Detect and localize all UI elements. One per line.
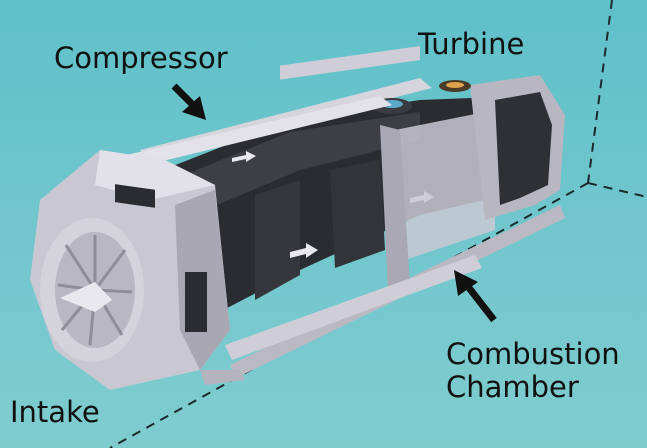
engine-body <box>30 45 565 390</box>
combustion-frame-side <box>380 125 410 290</box>
combustion-label-line2: Chamber <box>446 370 579 405</box>
core-highlight <box>160 112 420 225</box>
flow-arrow <box>232 151 256 162</box>
intake-port <box>185 272 207 332</box>
lower-rail-front <box>225 255 482 360</box>
core-segment <box>330 160 385 268</box>
top-rail-front <box>105 96 392 172</box>
core-segment <box>255 180 300 300</box>
intake-label: Intake <box>10 395 100 429</box>
lower-support <box>200 370 245 385</box>
intake-fan <box>40 218 144 362</box>
turbine-label: Turbine <box>418 27 525 61</box>
compressor-label: Compressor <box>54 41 228 75</box>
pointer-arrows <box>171 83 497 323</box>
combustion-arrow-icon <box>454 270 497 323</box>
turbine-fitting-ring <box>446 82 464 88</box>
flow-arrow <box>290 243 318 258</box>
combustion-frame <box>395 110 495 260</box>
compressor-arrow-icon <box>171 83 206 120</box>
intake-slot <box>115 184 155 208</box>
combustion-chamber-label: Combustion Chamber <box>446 337 620 405</box>
turbine-housing-face <box>495 92 552 205</box>
nose-cone-icon <box>60 282 112 312</box>
top-pipe <box>280 45 420 80</box>
combustion-label-line1: Combustion <box>446 337 620 371</box>
